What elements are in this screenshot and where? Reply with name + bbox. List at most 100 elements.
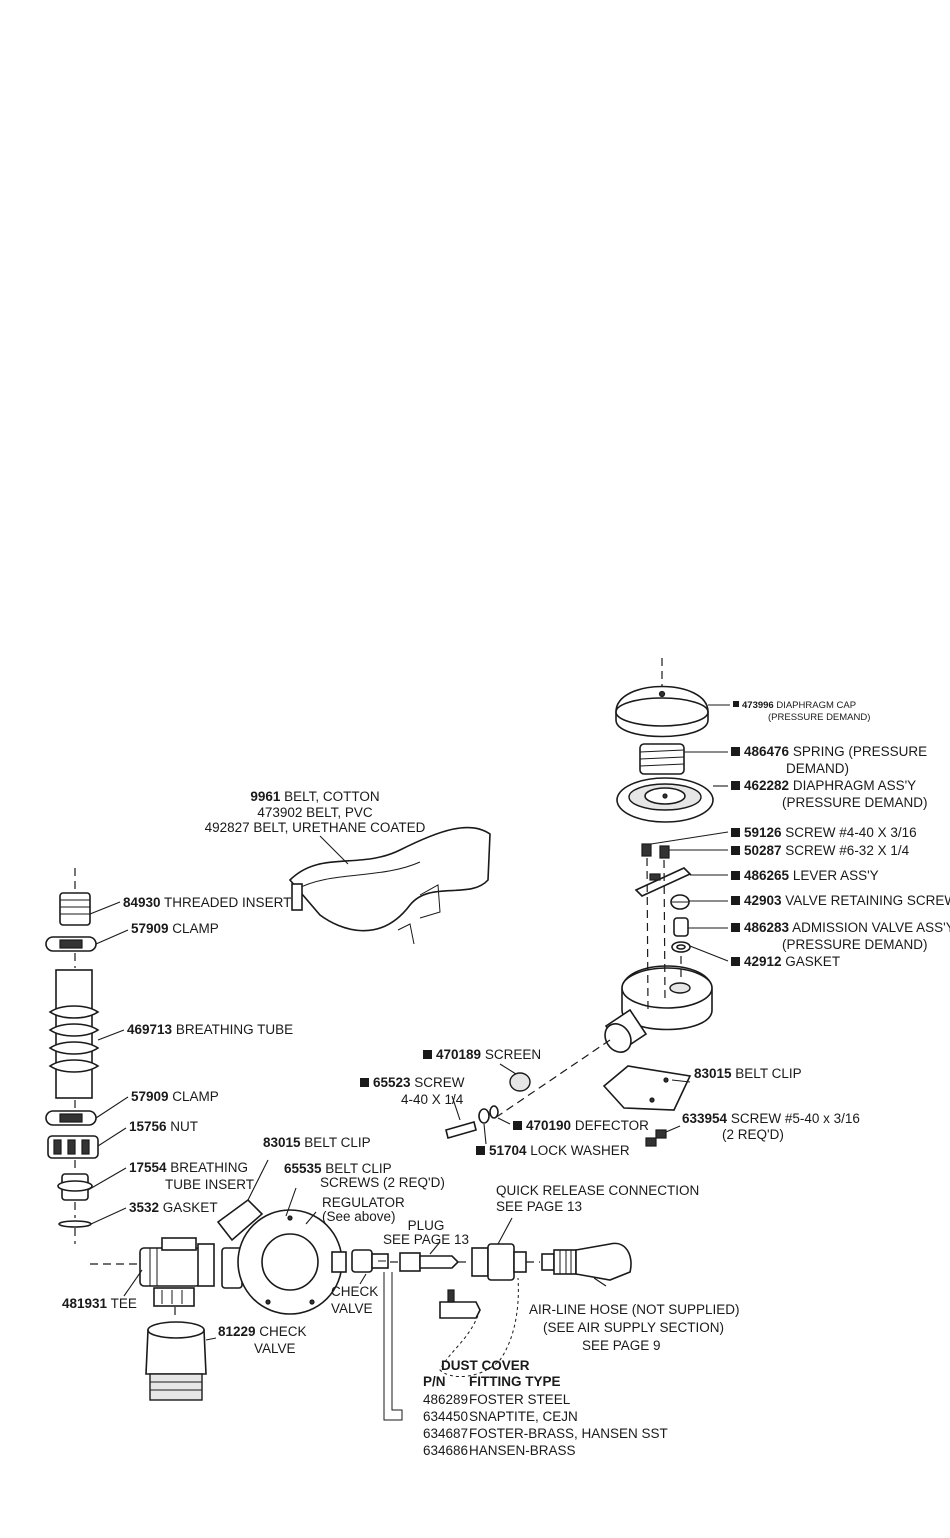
svg-text:51704 LOCK WASHER: 51704 LOCK WASHER (489, 1143, 630, 1158)
label-clamp-bottom: 57909 CLAMP (131, 1089, 219, 1104)
label-gasket-3532: 3532 GASKET (129, 1200, 218, 1215)
threaded-insert-drawing (59, 892, 91, 926)
dust-cover-row: 486289 FOSTER STEEL (423, 1392, 571, 1407)
svg-text:SEE PAGE 13: SEE PAGE 13 (496, 1199, 582, 1214)
lever-assy-drawing (634, 867, 692, 897)
label-spring: 486476 SPRING (PRESSURE DEMAND) (731, 744, 927, 776)
svg-text:57909 CLAMP: 57909 CLAMP (131, 921, 219, 936)
svg-text:(PRESSURE DEMAND): (PRESSURE DEMAND) (782, 937, 928, 952)
label-breathing-tube: 469713 BREATHING TUBE (127, 1022, 293, 1037)
label-clamp-top: 57909 CLAMP (131, 921, 219, 936)
label-belt-clip-right: 83015 BELT CLIP (694, 1066, 802, 1081)
marker-square-icon (731, 747, 740, 756)
marker-square-icon (731, 923, 740, 932)
clamp-bottom-drawing (45, 1110, 97, 1126)
label-check-valve: CHECK VALVE (331, 1284, 378, 1316)
svg-text:469713 BREATHING TUBE: 469713 BREATHING TUBE (127, 1022, 293, 1037)
svg-text:P/N: P/N (423, 1374, 446, 1389)
screen-defector-group (445, 1063, 531, 1145)
dust-cover-table: DUST COVER P/N FITTING TYPE 486289 FOSTE… (423, 1358, 668, 1458)
svg-text:FOSTER STEEL: FOSTER STEEL (469, 1392, 571, 1407)
bottom-assembly (90, 1198, 632, 1421)
marker-square-icon (731, 957, 740, 966)
marker-square-icon (731, 828, 740, 837)
marker-square-icon (476, 1146, 485, 1155)
svg-text:AIR-LINE HOSE (NOT SUPPLIED): AIR-LINE HOSE (NOT SUPPLIED) (529, 1302, 740, 1317)
svg-text:634686: 634686 (423, 1443, 468, 1458)
breathing-tube-drawing (48, 969, 100, 1099)
label-admission-valve: 486283 ADMISSION VALVE ASS'Y (PRESSURE D… (731, 920, 950, 952)
label-diaphragm-cap: 473996 DIAPHRAGM CAP (PRESSURE DEMAND) (733, 700, 870, 723)
label-screw-633954: 633954 SCREW #5-40 x 3/16 (2 REQ'D) (682, 1111, 860, 1142)
svg-text:84930 THREADED INSERT: 84930 THREADED INSERT (123, 895, 291, 910)
svg-text:65535 BELT CLIP: 65535 BELT CLIP (284, 1161, 392, 1176)
svg-text:9961 BELT, COTTON: 9961 BELT, COTTON (250, 789, 379, 804)
svg-text:SCREWS (2 REQ'D): SCREWS (2 REQ'D) (320, 1175, 445, 1190)
svg-text:(2 REQ'D): (2 REQ'D) (722, 1127, 784, 1142)
svg-text:65523 SCREW: 65523 SCREW (373, 1075, 465, 1090)
bottom-leaders (123, 1159, 607, 1341)
svg-text:(PRESSURE DEMAND): (PRESSURE DEMAND) (782, 795, 928, 810)
svg-text:DEMAND): DEMAND) (786, 761, 849, 776)
right-stack-leaders (650, 704, 730, 962)
label-quick-release: QUICK RELEASE CONNECTION SEE PAGE 13 (496, 1183, 699, 1214)
regulator-body-drawing (216, 1198, 347, 1315)
label-lever-assy: 486265 LEVER ASS'Y (731, 868, 879, 883)
svg-text:486476 SPRING (PRESSURE: 486476 SPRING (PRESSURE (744, 744, 927, 759)
label-belt-clip-screws: 65535 BELT CLIP SCREWS (2 REQ'D) (284, 1161, 445, 1190)
label-check-valve-81229: 81229 CHECK VALVE (218, 1324, 307, 1356)
label-screw-65523: 65523 SCREW 4-40 X 1/4 (360, 1075, 465, 1107)
svg-text:59126 SCREW #4-40 X 3/16: 59126 SCREW #4-40 X 3/16 (744, 825, 917, 840)
svg-text:486283 ADMISSION VALVE ASS'Y: 486283 ADMISSION VALVE ASS'Y (744, 920, 950, 935)
label-diaphragm-assy: 462282 DIAPHRAGM ASS'Y (PRESSURE DEMAND) (731, 778, 928, 810)
svg-text:3532 GASKET: 3532 GASKET (129, 1200, 218, 1215)
label-valve-retaining-screw: 42903 VALVE RETAINING SCREW (731, 893, 950, 908)
svg-text:633954 SCREW #5-40 x 3/16: 633954 SCREW #5-40 x 3/16 (682, 1111, 860, 1126)
svg-text:15756 NUT: 15756 NUT (129, 1119, 198, 1134)
svg-text:42903 VALVE RETAINING SCREW: 42903 VALVE RETAINING SCREW (744, 893, 950, 908)
marker-square-icon (423, 1050, 432, 1059)
svg-text:4-40 X 1/4: 4-40 X 1/4 (401, 1092, 464, 1107)
svg-text:(SEE AIR SUPPLY SECTION): (SEE AIR SUPPLY SECTION) (543, 1320, 724, 1335)
diaphragm-cap-drawing (615, 685, 709, 738)
marker-square-icon (733, 701, 739, 707)
svg-text:470189 SCREEN: 470189 SCREEN (436, 1047, 541, 1062)
svg-text:REGULATOR: REGULATOR (322, 1195, 405, 1210)
svg-text:17554 BREATHING: 17554 BREATHING (129, 1160, 248, 1175)
label-nut: 15756 NUT (129, 1119, 198, 1134)
svg-text:473996 DIAPHRAGM CAP: 473996 DIAPHRAGM CAP (742, 700, 856, 711)
tee-drawing (139, 1237, 215, 1307)
small-screws-drawing (641, 843, 670, 859)
regulator-housing-drawing (604, 965, 713, 1053)
belt-clip-right-drawing (602, 1065, 692, 1147)
check-valve-81229-drawing (145, 1321, 207, 1401)
marker-square-icon (731, 781, 740, 790)
label-gasket-42912: 42912 GASKET (731, 954, 840, 969)
screw-65523-drawing (445, 1121, 477, 1139)
label-screw-59126: 59126 SCREW #4-40 X 3/16 (731, 825, 917, 840)
dust-cover-row: 634450 SNAPTITE, CEJN (423, 1409, 578, 1424)
valve-retaining-screw-drawing (670, 894, 690, 910)
svg-text:CHECK: CHECK (331, 1284, 378, 1299)
label-belt: 9961 BELT, COTTON 473902 BELT, PVC 49282… (205, 789, 426, 835)
air-line-hose-drawing (575, 1242, 632, 1281)
left-column-leaders (87, 901, 129, 1225)
labels: 473996 DIAPHRAGM CAP (PRESSURE DEMAND) 4… (62, 700, 950, 1458)
admission-valve-drawing (671, 917, 691, 953)
marker-square-icon (731, 846, 740, 855)
svg-text:57909 CLAMP: 57909 CLAMP (131, 1089, 219, 1104)
label-air-line-hose: AIR-LINE HOSE (NOT SUPPLIED) (SEE AIR SU… (529, 1302, 740, 1353)
quick-release-drawing (471, 1243, 527, 1281)
svg-text:634450: 634450 (423, 1409, 468, 1424)
plug-drawing (399, 1252, 460, 1272)
hose-fitting-drawing (541, 1249, 577, 1275)
inline-check-valve-drawing (351, 1249, 389, 1273)
svg-text:(PRESSURE DEMAND): (PRESSURE DEMAND) (768, 712, 870, 723)
svg-text:FITTING TYPE: FITTING TYPE (469, 1374, 561, 1389)
svg-text:SEE PAGE 9: SEE PAGE 9 (582, 1338, 661, 1353)
label-regulator: REGULATOR (See above) (322, 1195, 405, 1224)
dust-cover-row: 634686 HANSEN-BRASS (423, 1443, 576, 1458)
regulator-exploded-stack (491, 658, 714, 1121)
belt-drawing (288, 826, 491, 945)
